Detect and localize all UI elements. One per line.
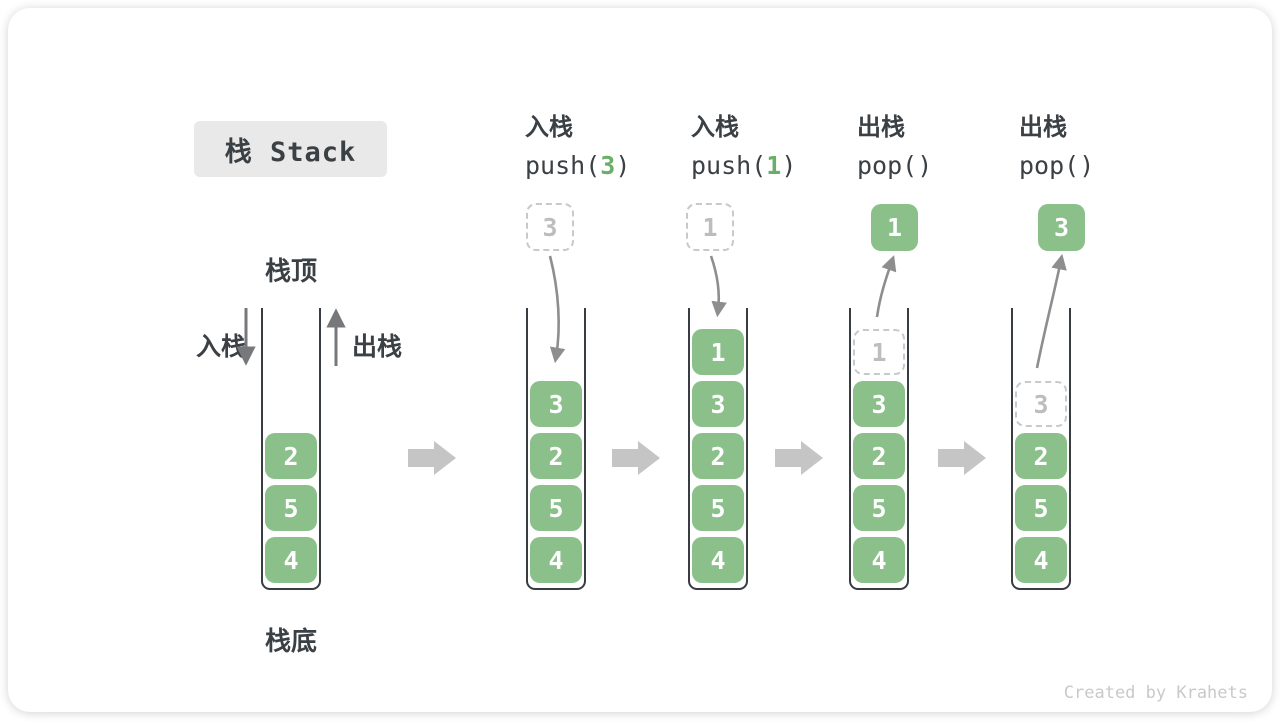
popped-value-box: 3 [1038,204,1085,251]
popped-value-box: 1 [871,204,918,251]
stack-cell: 5 [530,485,582,531]
stack-cell: 2 [692,433,744,479]
stack-after-pop-1: 1 3 2 5 4 [849,308,909,590]
code-pre: pop() [857,151,933,180]
stack-after-push-3: 3 2 5 4 [526,308,586,590]
stack-after-pop-3: 3 2 5 4 [1011,308,1071,590]
flow-arrow-icon [938,441,986,475]
stack-cell: 2 [853,433,905,479]
credit-text: Created by Krahets [1063,683,1248,703]
stack-cell: 2 [530,433,582,479]
canvas-card: 栈 Stack 入栈 push(3) 入栈 push(1) 出栈 pop() 出… [8,8,1272,712]
push-curve-arrow-icon [709,255,727,318]
operation-header-push-1: 入栈 push(1) [691,114,796,181]
code-pre: pop() [1019,151,1095,180]
operation-code: push(1) [691,151,796,181]
operation-name: 出栈 [1019,114,1067,141]
stack-cell: 2 [1015,433,1067,479]
operation-header-push-3: 入栈 push(3) [525,114,630,181]
flow-arrow-icon [408,441,456,475]
stack-cell: 4 [853,537,905,583]
flow-arrow-icon [612,441,660,475]
stack-cell: 4 [692,537,744,583]
stack-cell: 5 [853,485,905,531]
code-post: ) [615,151,631,180]
operation-code: push(3) [525,151,630,181]
code-pre: push( [691,151,767,180]
stack-cell: 3 [853,381,905,427]
operation-header-pop-3: 出栈 pop() [1019,114,1094,181]
stack-cell: 3 [530,381,582,427]
stack-cell: 1 [692,329,744,375]
stack-top-label: 栈顶 [264,256,317,286]
code-arg: 3 [600,151,616,180]
stack-cell: 5 [265,485,317,531]
operation-code: pop() [857,151,932,181]
code-arg: 1 [766,151,782,180]
stack-cell: 3 [692,381,744,427]
stack-after-push-1: 1 3 2 5 4 [688,308,748,590]
stack-cell-removed: 3 [1015,381,1067,427]
operation-code: pop() [1019,151,1094,181]
stack-cell: 4 [265,537,317,583]
stack-bottom-label: 栈底 [264,626,317,656]
stack-cell: 5 [692,485,744,531]
operation-name: 入栈 [691,114,739,141]
incoming-value-box: 3 [526,203,574,251]
stack-cell: 4 [530,537,582,583]
incoming-value-box: 1 [686,203,734,251]
flow-arrow-icon [775,441,823,475]
stack-cell: 4 [1015,537,1067,583]
pop-side-label: 出栈 [352,333,403,361]
stack-cell: 5 [1015,485,1067,531]
code-pre: push( [525,151,601,180]
operation-name: 出栈 [857,114,905,141]
title-badge: 栈 Stack [194,121,387,177]
stack-cell: 2 [265,433,317,479]
code-post: ) [781,151,797,180]
operation-header-pop-1: 出栈 pop() [857,114,932,181]
stack-cell-removed: 1 [853,329,905,375]
push-side-label: 入栈 [196,333,247,361]
stack-initial: 2 5 4 [261,308,321,590]
operation-name: 入栈 [525,114,573,141]
